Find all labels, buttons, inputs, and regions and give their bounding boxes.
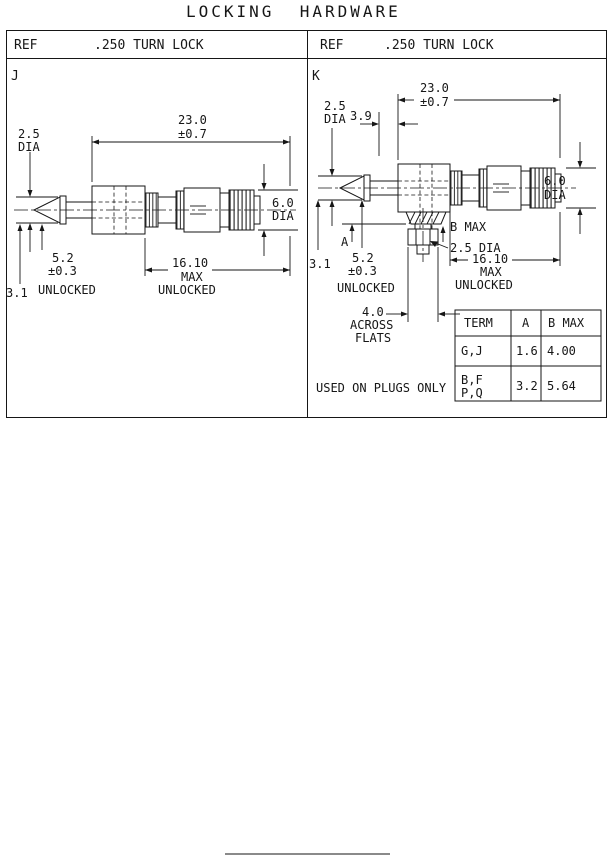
unlocked-len-k: UNLOCKED [455, 278, 513, 292]
dim-maxlen-k: 16.10 [472, 252, 508, 266]
dim-52-j: 5.2 [52, 251, 74, 265]
ref-label-j: REF [14, 38, 38, 53]
panel-letter-k: K [312, 69, 320, 84]
dim-stud-dia-k: 2.5 DIA [450, 241, 501, 255]
dim-tip-dia-unit-k: DIA [324, 112, 346, 126]
dim-31-k: 3.1 [309, 257, 331, 271]
ref-label-k: REF [320, 38, 344, 53]
sheet-grid [6, 30, 607, 418]
dim-flats-val-k: 4.0 [362, 305, 384, 319]
dim-a-ref-k: A [341, 235, 349, 249]
dim-max-word-j: MAX [181, 270, 203, 284]
dim-tip-dia-k: 2.5 [324, 99, 346, 113]
mounting-flange-k [405, 208, 447, 262]
table-row1-a: 1.6 [516, 344, 538, 358]
dim-52-k: 5.2 [352, 251, 374, 265]
dim-length-tol-j: ±0.7 [178, 127, 207, 141]
table-header-a: A [522, 316, 530, 330]
dim-length-j: 23.0 [178, 113, 207, 127]
dim-max-word-k: MAX [480, 265, 502, 279]
fastener-j [14, 185, 296, 235]
table-row2-a: 3.2 [516, 379, 538, 393]
dim-body-dia-j: 6.0 [272, 196, 294, 210]
term-table: TERM A B MAX G,J 1.6 4.00 B,F P,Q 3.2 5.… [454, 309, 602, 402]
dim-52-tol-j: ±0.3 [48, 264, 77, 278]
unlocked-tip-k: UNLOCKED [337, 281, 395, 295]
dim-length-k: 23.0 [420, 81, 449, 95]
lock-type-j: .250 TURN LOCK [94, 38, 204, 53]
dim-flats-word2-k: FLATS [355, 331, 391, 345]
unlocked-len-j: UNLOCKED [158, 283, 216, 297]
dim-31-j: 3.1 [6, 286, 28, 300]
table-row1-term: G,J [461, 344, 483, 358]
dim-tip-dia-unit-j: DIA [18, 140, 40, 154]
unlocked-tip-j: UNLOCKED [38, 283, 96, 297]
table-row1-bmax: 4.00 [547, 344, 576, 358]
table-header-term: TERM [464, 316, 493, 330]
dimensions-j: 2.5 DIA 23.0 ±0.7 6.0 DIA 3.1 5.2 ±0.3 U… [6, 113, 298, 300]
table-header-bmax: B MAX [548, 316, 585, 330]
dim-body-dia-k: 6.0 [544, 174, 566, 188]
table-row2-term-line1: B,F [461, 373, 483, 387]
dim-tip-dia-j: 2.5 [18, 127, 40, 141]
table-row2-term-line2: P,Q [461, 386, 483, 400]
lock-type-k: .250 TURN LOCK [384, 38, 494, 53]
dim-39-k: 3.9 [350, 109, 372, 123]
plugs-only-note: USED ON PLUGS ONLY [316, 381, 447, 395]
page-title: LOCKING HARDWARE [186, 2, 401, 21]
dim-52-tol-k: ±0.3 [348, 264, 377, 278]
dim-body-dia-unit-j: DIA [272, 209, 294, 223]
dim-b-max-k: B MAX [450, 220, 487, 234]
dimensions-k: 2.5 DIA 3.9 23.0 ±0.7 6.0 DIA B MAX [309, 81, 596, 345]
table-row2-bmax: 5.64 [547, 379, 576, 393]
dim-length-tol-k: ±0.7 [420, 95, 449, 109]
panel-letter-j: J [11, 69, 19, 84]
dim-body-dia-unit-k: DIA [544, 188, 566, 202]
fastener-k [318, 163, 576, 262]
dim-flats-word1-k: ACROSS [350, 318, 393, 332]
dim-maxlen-j: 16.10 [172, 256, 208, 270]
